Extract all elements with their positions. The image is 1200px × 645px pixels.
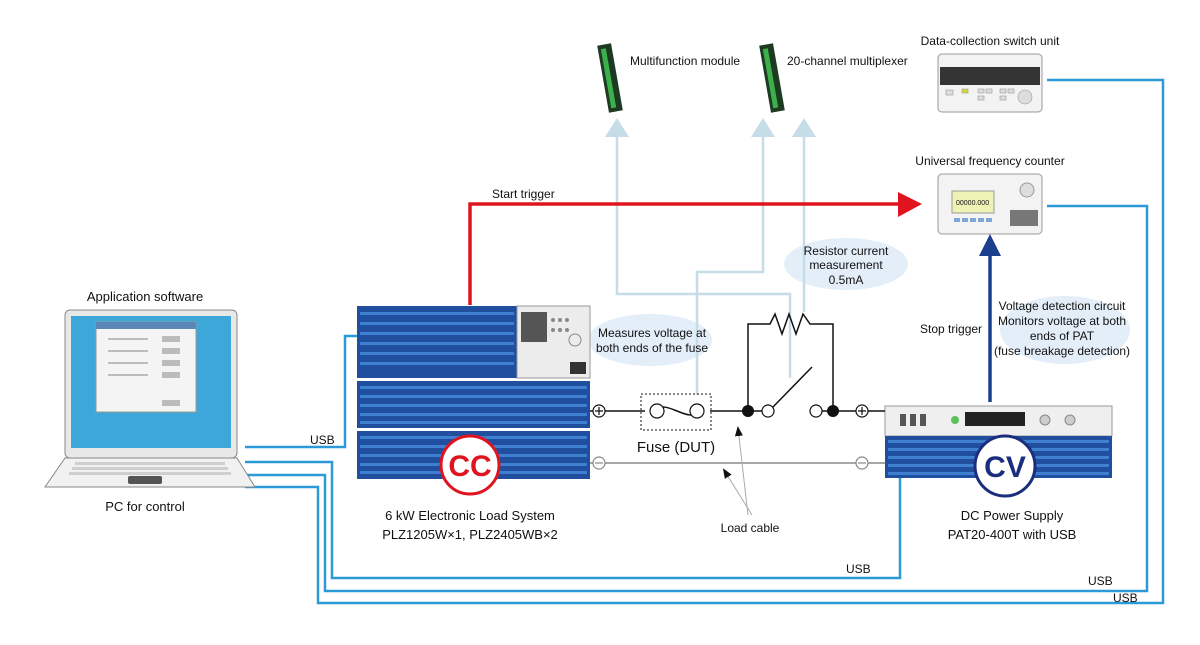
plus-terminal-icon — [592, 404, 606, 418]
switch-unit-label: Data-collection switch unit — [921, 34, 1060, 48]
signal-arrow-icon — [792, 118, 816, 137]
voltage-detect-note-line3: ends of PAT — [1030, 329, 1095, 343]
fuse-label: Fuse (DUT) — [637, 439, 715, 456]
usb-cable-switch-unit — [245, 78, 1165, 605]
usb-cables — [245, 78, 1165, 605]
load-display — [521, 312, 547, 342]
multifunction-module-label: Multifunction module — [630, 54, 740, 68]
stop-trigger-arrow-icon — [979, 234, 1001, 256]
fuse-voltage-note-line1: Measures voltage at — [598, 326, 707, 340]
signal-line-switch — [615, 128, 792, 378]
counter-display — [951, 190, 995, 214]
cv-badge-text: CV — [984, 451, 1026, 484]
voltage-detect-note-line4: (fuse breakage detection) — [994, 344, 1130, 358]
pc-laptop — [44, 309, 256, 488]
load-label-line2: PLZ1205W×1, PLZ2405WB×2 — [382, 527, 558, 542]
fuse-voltage-note-line2: both ends of the fuse — [596, 341, 708, 355]
psu-label-line2: PAT20-400T with USB — [948, 527, 1077, 542]
usb-label: USB — [1113, 591, 1138, 605]
usb-cable-psu — [245, 460, 902, 580]
resistor-note-line2: measurement — [809, 258, 883, 272]
load-label-line1: 6 kW Electronic Load System — [385, 508, 555, 523]
usb-label: USB — [846, 562, 871, 576]
resistor-note-line3: 0.5mA — [829, 273, 864, 287]
touchpad — [128, 476, 162, 484]
start-trigger-arrow-icon — [898, 192, 922, 217]
load-cable-pointer — [734, 426, 749, 516]
fuse-dut-box — [640, 393, 712, 431]
voltage-detect-note-line2: Monitors voltage at both — [998, 314, 1126, 328]
counter-display-value: 00000.000 — [956, 200, 989, 207]
usb-label: USB — [310, 433, 335, 447]
app-window — [95, 321, 197, 413]
voltage-detect-bubble — [1000, 296, 1130, 364]
signal-arrow-icon — [605, 118, 629, 137]
usb-label: USB — [1088, 574, 1113, 588]
plus-terminal-icon — [855, 404, 869, 418]
usb-cable-counter — [245, 204, 1149, 593]
resistor-bubble — [784, 238, 908, 290]
switch-unit-instrument — [937, 53, 1043, 113]
cc-badge — [439, 434, 501, 496]
multiplexer-module-label: 20-channel multiplexer — [787, 54, 908, 68]
signal-arrow-icon — [751, 118, 775, 137]
psu-label-line1: DC Power Supply — [961, 508, 1064, 523]
frequency-counter-instrument: 00000.000 — [937, 173, 1043, 235]
resistor-icon — [747, 311, 834, 411]
junction-dot — [827, 405, 839, 417]
multifunction-module-icon — [597, 43, 623, 113]
pc-top-label: Application software — [87, 289, 203, 304]
counter-label: Universal frequency counter — [915, 154, 1064, 168]
measurement-signal-lines — [615, 128, 806, 395]
fuse-voltage-bubble — [588, 314, 712, 366]
voltage-detect-note-line1: Voltage detection circuit — [999, 299, 1126, 313]
minus-terminal-icon — [592, 456, 606, 470]
load-cable-label: Load cable — [721, 521, 780, 535]
cc-badge-text: CC — [448, 450, 491, 483]
junction-dot — [742, 405, 754, 417]
resistor-note-line1: Resistor current — [804, 244, 889, 258]
usb-cable-load — [245, 334, 358, 449]
stop-trigger-label: Stop trigger — [920, 322, 982, 336]
load-cable-pointer — [722, 468, 753, 516]
signal-line-fuse — [695, 128, 765, 395]
minus-terminal-icon — [855, 456, 869, 470]
switch-icon — [772, 366, 813, 408]
start-trigger-label: Start trigger — [492, 187, 555, 201]
start-trigger-line — [468, 202, 905, 305]
cv-badge — [973, 434, 1037, 498]
pc-bottom-label: PC for control — [105, 499, 185, 514]
multiplexer-module-icon — [759, 43, 785, 113]
